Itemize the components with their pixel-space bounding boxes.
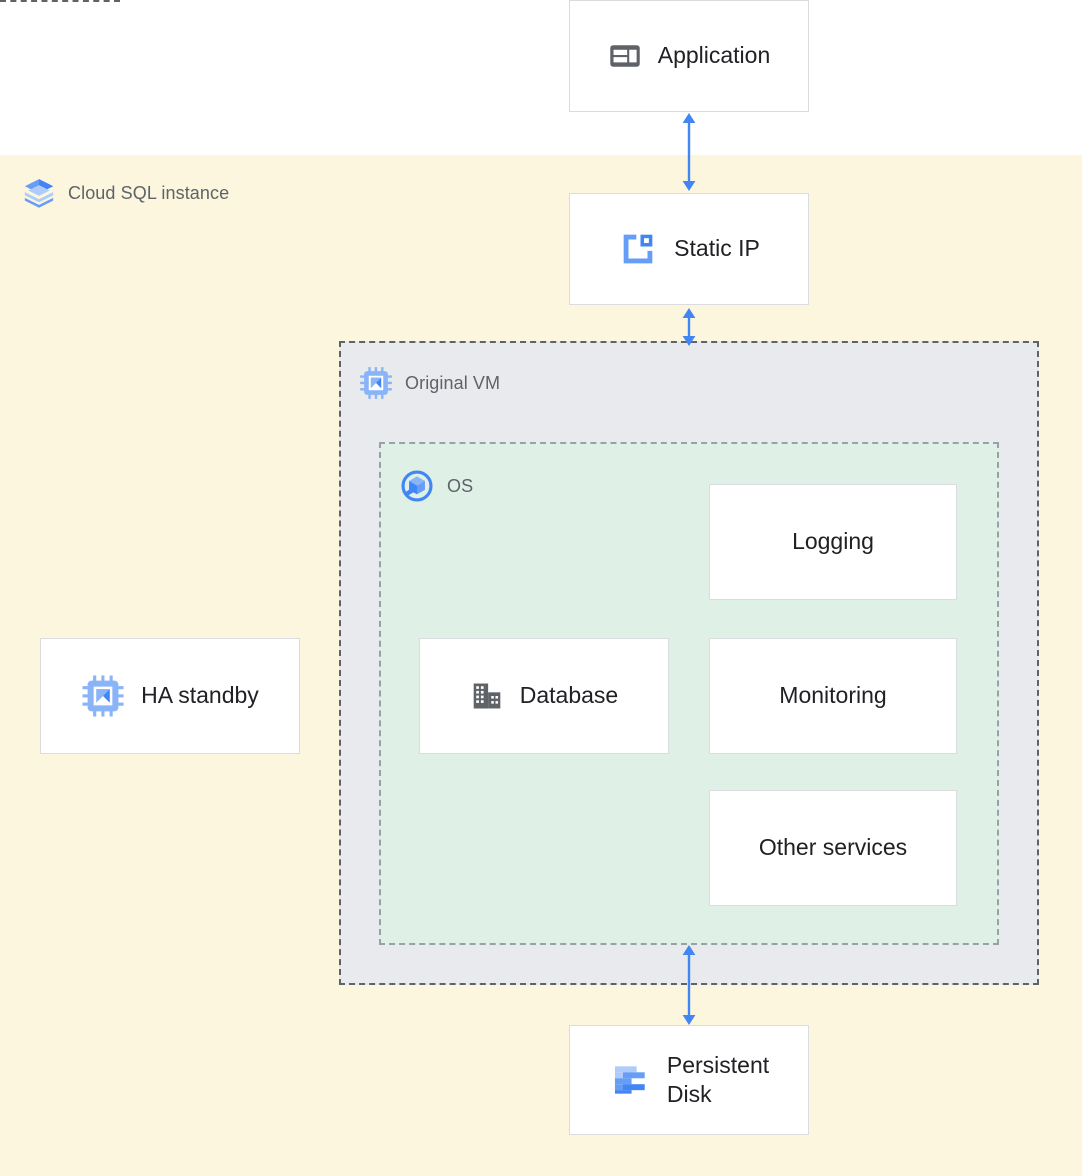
region-label-original-vm: Original VM [359,366,500,400]
node-label: Database [519,682,619,709]
node-label: Persistent Disk [667,1051,769,1110]
node-label: HA standby [141,682,259,709]
node-logging[interactable]: Logging [709,484,957,600]
region-label-cloud-sql-instance: Cloud SQL instance [22,176,229,210]
node-label-line2: Disk [666,1081,712,1107]
node-label: Other services [758,834,908,861]
node-label: Monitoring [779,682,887,709]
static-ip-icon [618,229,658,269]
application-layout-icon [608,39,642,73]
database-building-icon [470,679,504,713]
node-persistent-disk[interactable]: Persistent Disk [569,1025,809,1135]
node-application[interactable]: Application [569,0,809,112]
persistent-disk-icon [609,1059,651,1101]
node-ha-standby[interactable]: HA standby [40,638,300,754]
region-label-text: OS [447,475,474,496]
node-monitoring[interactable]: Monitoring [709,638,957,754]
cpu-chip-icon [359,366,393,400]
cloud-sql-icon [22,176,56,210]
connector-static-ip-original-vm [669,305,709,349]
connector-ha-standby-database [0,0,120,2]
connector-application-static-ip [669,110,709,194]
os-container-icon [399,468,435,504]
region-label-os: OS [399,468,473,504]
node-label: Static IP [674,235,760,262]
node-label: Logging [792,528,874,555]
cpu-chip-icon [81,674,125,718]
node-database[interactable]: Database [419,638,669,754]
connector-os-persistent-disk [669,942,709,1028]
region-label-text: Original VM [405,372,501,393]
node-label: Application [657,42,771,69]
region-label-text: Cloud SQL instance [68,182,230,203]
node-label-line1: Persistent [666,1051,770,1078]
node-other-services[interactable]: Other services [709,790,957,906]
node-static-ip[interactable]: Static IP [569,193,809,305]
